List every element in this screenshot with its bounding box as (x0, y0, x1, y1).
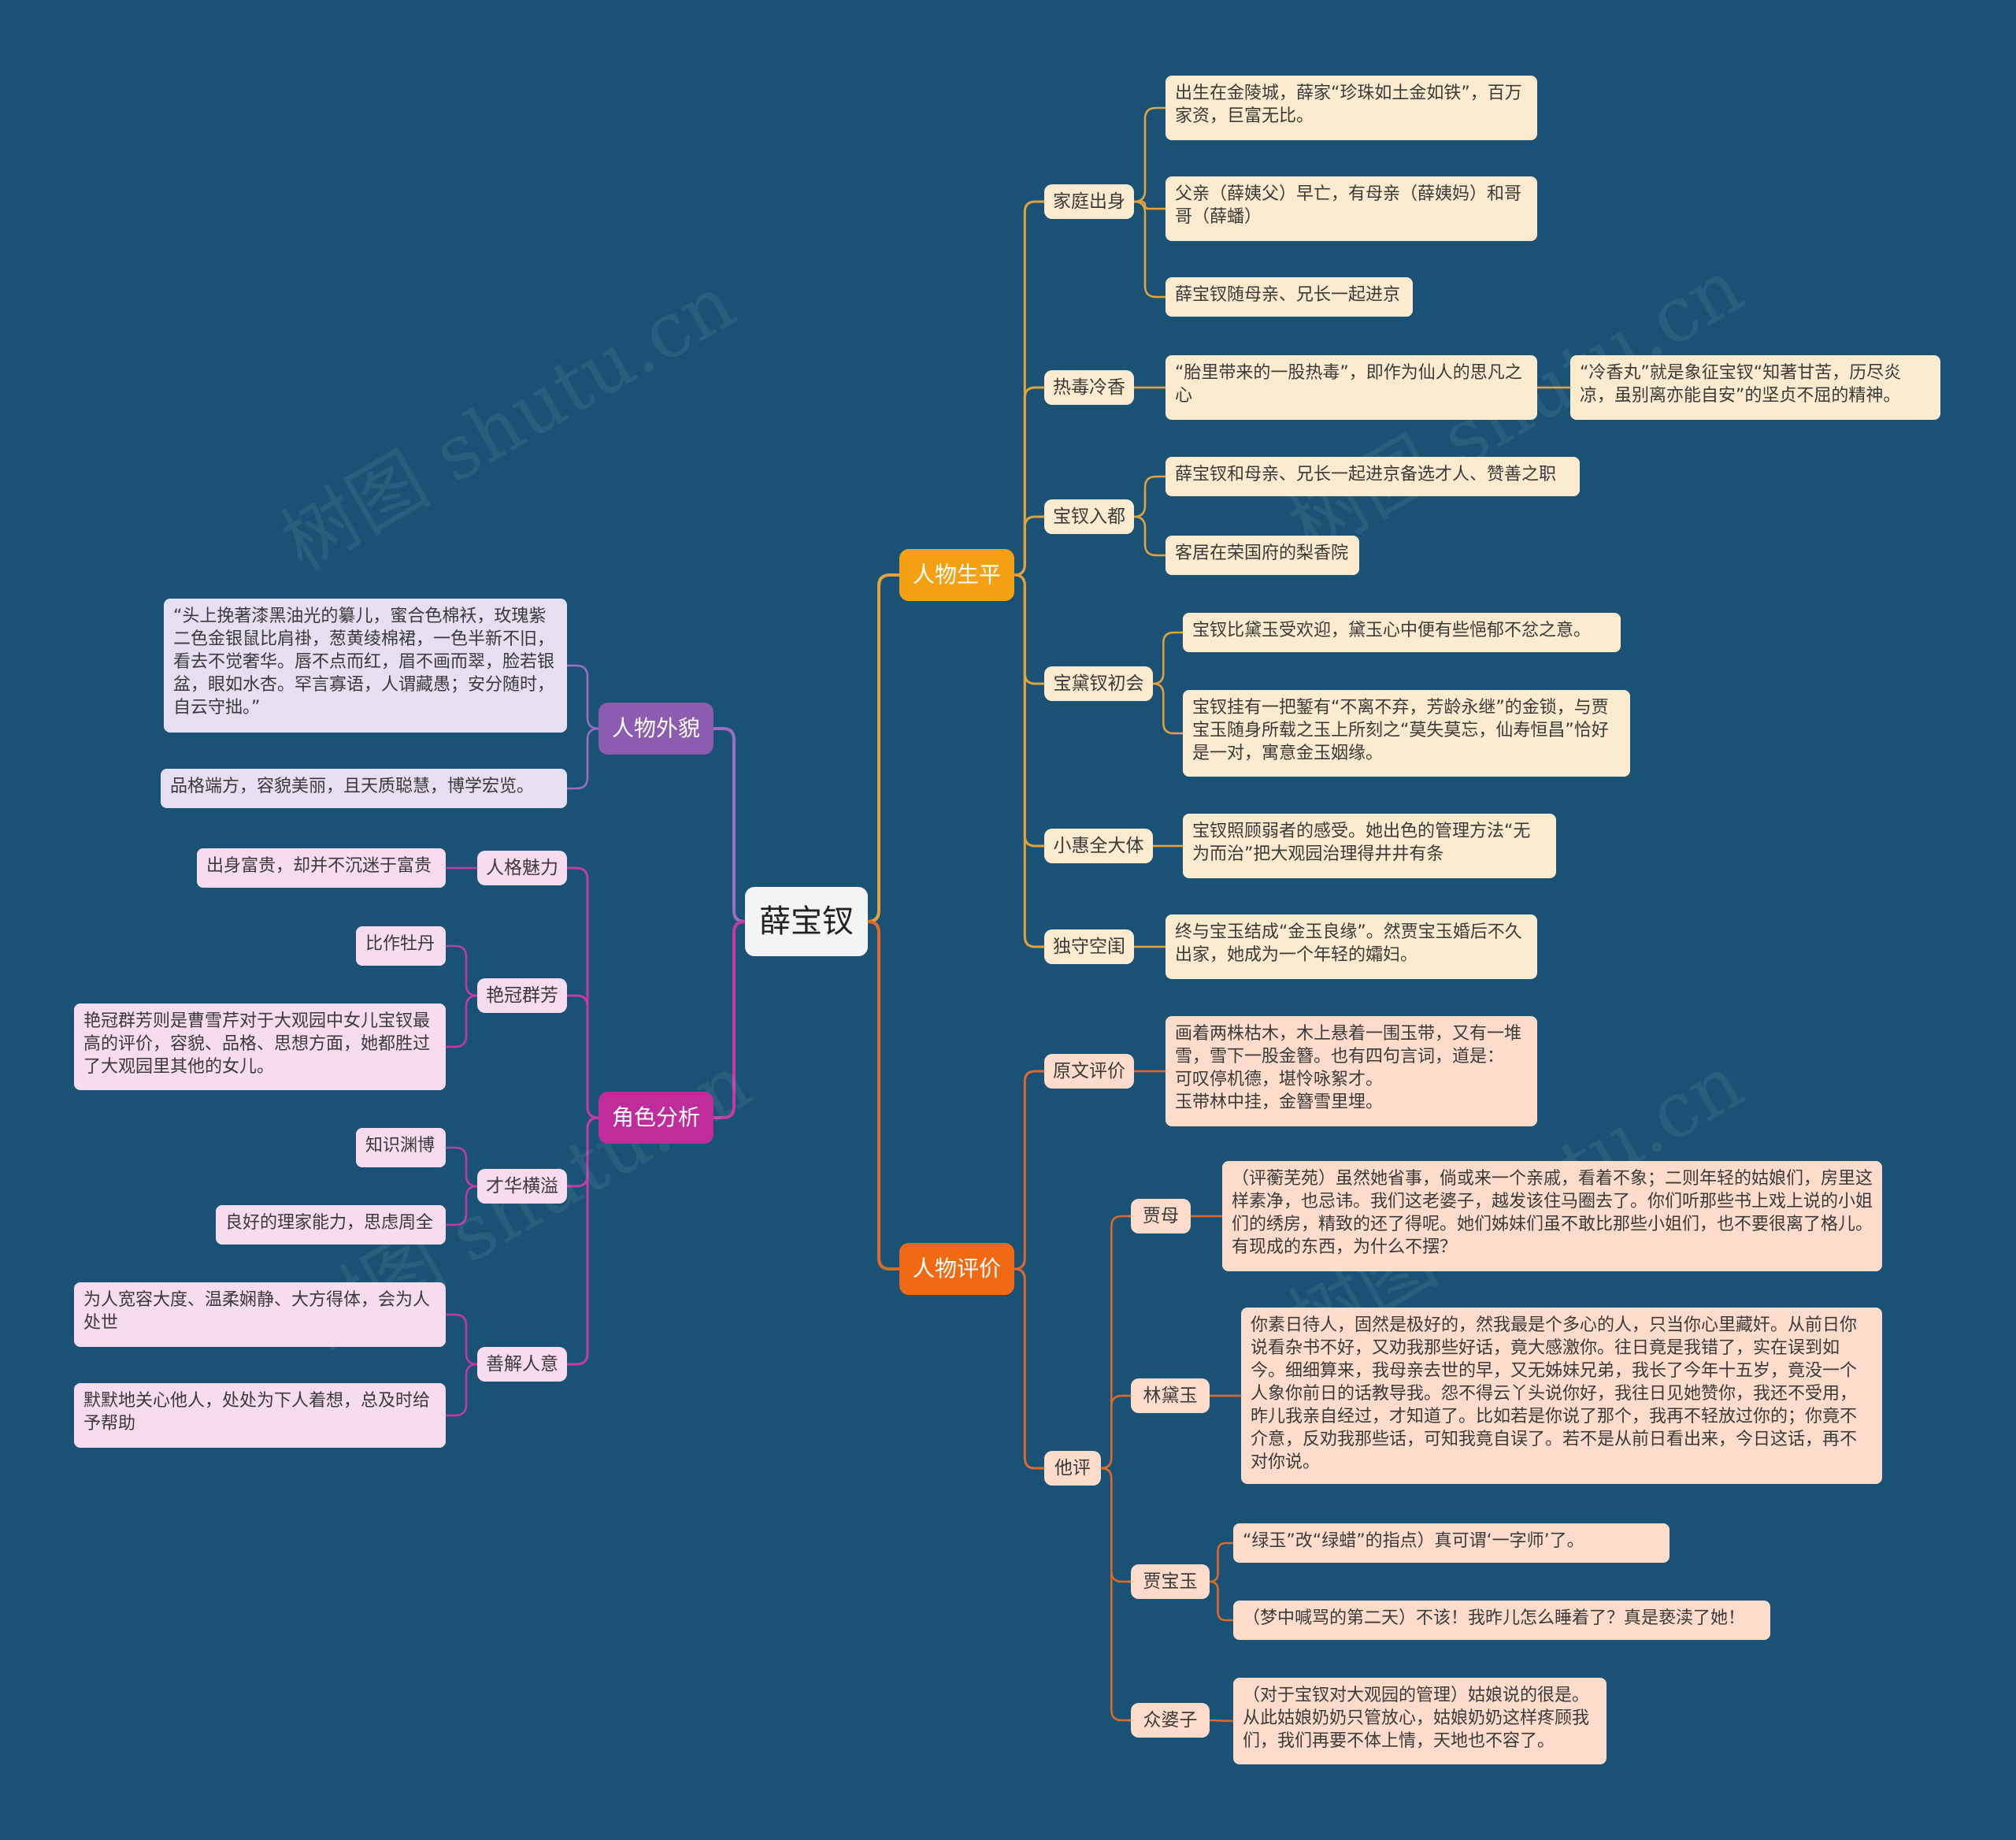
branch-appearance[interactable]: 人物外貌 (598, 703, 713, 755)
connector (567, 866, 599, 1119)
leaf-original-text[interactable]: 画着两株枯木，木上悬着一围玉带，又有一堆雪，雪下一股金簪。也有四句言词，道是： … (1166, 1016, 1537, 1126)
topic-baoyu[interactable]: 贾宝玉 (1131, 1564, 1210, 1599)
leaf-baoyu-2[interactable]: （梦中喊骂的第二天）不该！我昨儿怎么睡着了？真是亵渎了她！ (1233, 1601, 1770, 1640)
topic-original-text[interactable]: 原文评价 (1044, 1054, 1134, 1089)
branch-evaluation[interactable]: 人物评价 (899, 1243, 1014, 1295)
topic-first-meeting[interactable]: 宝黛钗初会 (1044, 666, 1153, 701)
topic-beauty[interactable]: 艳冠群芳 (477, 978, 567, 1013)
connector (1152, 682, 1183, 735)
connector (1133, 515, 1166, 557)
topic-others-comments[interactable]: 他评 (1044, 1451, 1101, 1486)
branch-life[interactable]: 人物生平 (899, 549, 1014, 601)
topic-family[interactable]: 家庭出身 (1044, 184, 1134, 219)
connector (1014, 1267, 1044, 1470)
leaf-appearance-2[interactable]: 品格端方，容貌美丽，且天质聪慧，博学宏览。 (161, 769, 567, 808)
leaf-cold-fragrance[interactable]: “冷香丸”就是象征宝钗“知著甘苦，历尽炎凉，虽别离亦能自安”的坚贞不屈的精神。 (1570, 355, 1940, 420)
leaf-poison[interactable]: “胎里带来的一股热毒”，即作为仙人的思凡之心 (1166, 355, 1537, 420)
leaf-meeting-2[interactable]: 宝钗挂有一把錾有“不离不弃，芳龄永继”的金锁，与贾宝玉随身所载之玉上所刻之“莫失… (1183, 690, 1630, 777)
topic-maids[interactable]: 众婆子 (1131, 1703, 1210, 1738)
connector (446, 1363, 478, 1417)
leaf-beauty[interactable]: 艳冠群芳则是曹雪芹对于大观园中女儿宝钗最高的评价，容貌、品格、思想方面，她都胜过… (74, 1003, 446, 1090)
leaf-family-1[interactable]: 出生在金陵城，薛家“珍珠如土金如铁”，百万家资，巨富无比。 (1166, 76, 1537, 140)
topic-poison[interactable]: 热毒冷香 (1044, 370, 1134, 405)
connector (1014, 573, 1044, 848)
connector (1014, 386, 1044, 577)
connector (713, 920, 746, 1119)
connector (446, 1146, 478, 1188)
leaf-baoyu-1[interactable]: “绿玉”改“绿蜡”的指点）真可谓‘一字师’了。 (1233, 1523, 1670, 1563)
connector (867, 573, 899, 923)
leaf-family-3[interactable]: 薛宝钗随母亲、兄长一起进京 (1166, 277, 1413, 317)
connector (446, 944, 478, 997)
connector (567, 994, 599, 1119)
topic-kindness[interactable]: 小惠全大体 (1044, 829, 1153, 863)
connector (1014, 1070, 1044, 1271)
leaf-understanding-1[interactable]: 为人宽容大度、温柔娴静、大方得体，会为人处世 (74, 1282, 446, 1347)
leaf-peony[interactable]: 比作牡丹 (356, 926, 446, 966)
leaf-capital-2[interactable]: 客居在荣国府的梨香院 (1166, 536, 1359, 575)
connector (1133, 200, 1166, 299)
leaf-meeting-1[interactable]: 宝钗比黛玉受欢迎，黛玉心中便有些悒郁不忿之意。 (1183, 613, 1621, 652)
leaf-knowledge[interactable]: 知识渊博 (356, 1128, 446, 1167)
connector (1209, 1541, 1233, 1583)
leaf-charm[interactable]: 出身富贵，却并不沉迷于富贵 (197, 848, 446, 888)
connector (1014, 515, 1044, 577)
topic-understanding[interactable]: 善解人意 (477, 1347, 567, 1382)
leaf-jiamu[interactable]: （评蘅芜苑）虽然她省事，倘或来一个亲戚，看着不象；二则年轻的姑娘们，房里这样素净… (1222, 1161, 1882, 1271)
leaf-daiyu[interactable]: 你素日待人，固然是极好的，然我最是个多心的人，只当你心里藏奸。从前日你说看杂书不… (1241, 1308, 1882, 1484)
connector (1152, 631, 1183, 685)
connector (867, 920, 899, 1271)
topic-talent[interactable]: 才华横溢 (477, 1169, 567, 1204)
connector (1014, 573, 1044, 948)
root-topic[interactable]: 薛宝钗 (745, 887, 868, 956)
connector (446, 994, 478, 1048)
connector (1133, 475, 1166, 518)
leaf-kindness[interactable]: 宝钗照顾弱者的感受。她出色的管理方法“无为而治”把大观园治理得井井有条 (1183, 814, 1556, 878)
connector (1209, 1719, 1234, 1723)
leaf-capital-1[interactable]: 薛宝钗和母亲、兄长一起进京备选才人、赞善之职 (1166, 457, 1580, 496)
connector (446, 1313, 478, 1366)
connector (1100, 1394, 1131, 1470)
connector (1209, 1580, 1233, 1622)
connector (567, 664, 599, 730)
leaf-household-ability[interactable]: 良好的理家能力，思虑周全 (216, 1205, 446, 1245)
topic-jiamu[interactable]: 贾母 (1131, 1199, 1191, 1233)
connector (1100, 1467, 1131, 1722)
connector (567, 727, 599, 790)
connector (1100, 1215, 1131, 1470)
connector (1100, 1467, 1131, 1583)
topic-daiyu[interactable]: 林黛玉 (1131, 1378, 1210, 1413)
topic-alone[interactable]: 独守空闺 (1044, 929, 1134, 964)
leaf-alone[interactable]: 终与宝玉结成“金玉良缘”。然贾宝玉婚后不久出家，她成为一个年轻的孀妇。 (1166, 914, 1537, 979)
topic-capital[interactable]: 宝钗入都 (1044, 499, 1134, 534)
leaf-understanding-2[interactable]: 默默地关心他人，处处为下人着想，总及时给予帮助 (74, 1383, 446, 1448)
connector (1133, 106, 1166, 203)
leaf-appearance-1[interactable]: “头上挽著漆黑油光的纂儿，蜜合色棉袄，玫瑰紫二色金银鼠比肩褂，葱黄绫棉裙，一色半… (164, 599, 567, 733)
leaf-family-2[interactable]: 父亲（薛姨父）早亡，有母亲（薛姨妈）和哥哥（薛蟠） (1166, 176, 1537, 241)
connector (713, 727, 746, 923)
branch-analysis[interactable]: 角色分析 (598, 1092, 713, 1144)
connector (1134, 200, 1166, 210)
connector (567, 1116, 599, 1366)
connector (446, 1185, 478, 1226)
leaf-maids[interactable]: （对于宝钗对大观园的管理）姑娘说的很是。从此姑娘奶奶只管放心，姑娘奶奶这样疼顾我… (1233, 1678, 1606, 1764)
connector (1014, 573, 1044, 685)
topic-charm[interactable]: 人格魅力 (477, 851, 567, 885)
